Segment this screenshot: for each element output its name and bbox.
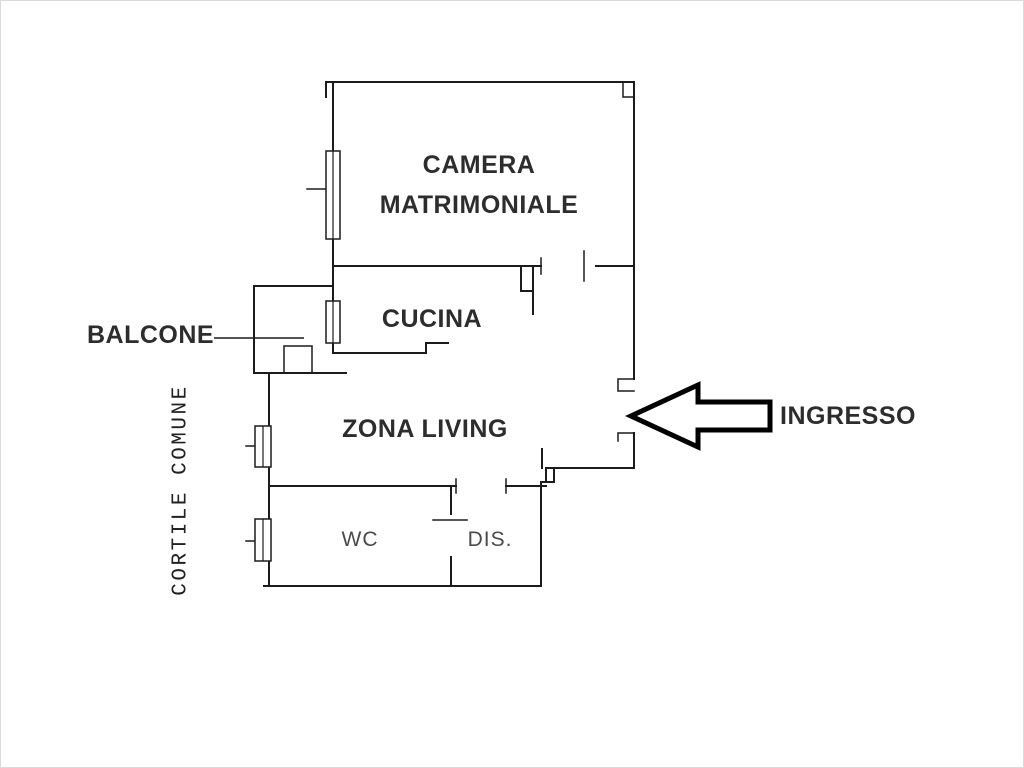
room-label-zona-living: ZONA LIVING bbox=[342, 415, 508, 443]
camera-label-line1: CAMERA bbox=[422, 151, 536, 179]
room-label-camera-matrimoniale: CAMERA MATRIMONIALE bbox=[346, 145, 612, 225]
room-label-dis: DIS. bbox=[467, 528, 513, 551]
annotation-balcone: BALCONE bbox=[87, 321, 215, 349]
room-label-wc: WC bbox=[341, 528, 379, 551]
annotation-ingresso: INGRESSO bbox=[780, 402, 916, 430]
ingresso-arrow-icon bbox=[625, 381, 773, 451]
room-label-cucina: CUCINA bbox=[381, 305, 483, 333]
camera-label-line2: MATRIMONIALE bbox=[379, 191, 579, 219]
wall-detail-lines bbox=[245, 81, 635, 542]
annotation-cortile-comune: CORTILE COMUNE bbox=[169, 384, 193, 596]
balcony-door-symbol bbox=[283, 345, 313, 374]
window-midlines bbox=[262, 151, 334, 561]
